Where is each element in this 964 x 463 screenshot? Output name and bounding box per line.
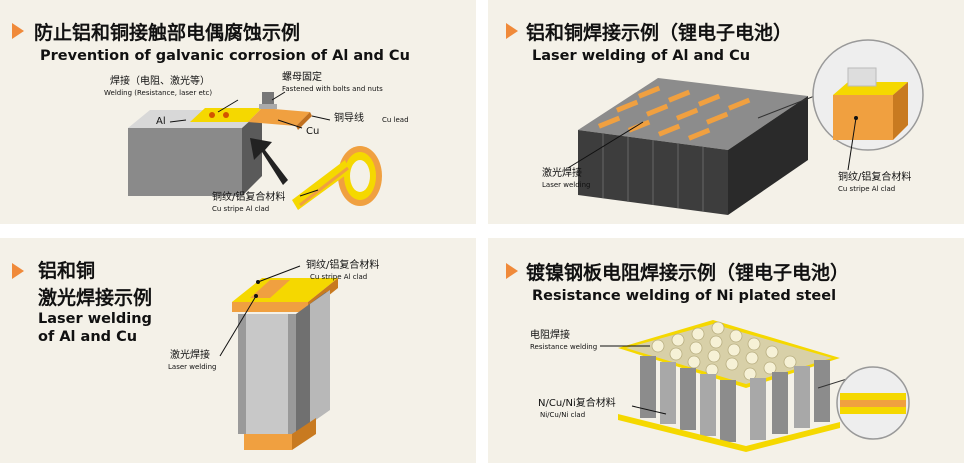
cell-tops xyxy=(651,321,797,381)
clad-label-zh: 铜纹/铝复合材料 xyxy=(838,172,912,183)
galvanic-illustration xyxy=(128,91,382,210)
clad-label-en: Ni/Cu/Ni clad xyxy=(540,411,586,419)
al-cu-welding-illustration xyxy=(219,265,338,450)
cylinders xyxy=(640,356,830,442)
laser-label-zh: 激光焊接 xyxy=(542,168,582,179)
panel-galvanic-corrosion: 防止铝和铜接触部电偶腐蚀示例 Prevention of galvanic co… xyxy=(0,0,476,224)
bolts-label-en: Fastened with bolts and nuts xyxy=(282,85,383,93)
clad-label-zh: N/Cu/Ni复合材料 xyxy=(538,398,616,409)
pack-side xyxy=(728,96,808,215)
welding-label-zh: 焊接（电阻、激光等） xyxy=(110,76,210,87)
cu-tabs xyxy=(598,85,751,141)
al-label: Al xyxy=(156,116,166,127)
bolt xyxy=(262,92,274,106)
panel-title-zh: 铝和铜焊接示例（锂电子电池） xyxy=(526,22,793,44)
al-block-front xyxy=(128,128,242,196)
laser-label-zh: 激光焊接 xyxy=(170,350,210,361)
laser-label-en: Laser welding xyxy=(542,181,591,189)
panel-title-en: Laser welding of Al and Cu xyxy=(532,48,751,64)
cu-lead-label-en: Cu lead xyxy=(382,116,409,124)
panel-title-en-line1: Laser welding xyxy=(38,311,152,327)
clad-label-en: Cu stripe Al clad xyxy=(838,185,896,193)
bottom-plate xyxy=(618,414,840,452)
bullet-triangle-icon xyxy=(506,263,518,279)
bullet-triangle-icon xyxy=(12,263,24,279)
resistance-label-en: Resistance welding xyxy=(530,343,598,351)
bullet-triangle-icon xyxy=(12,23,24,39)
panel-laser-welding-battery: 铝和铜焊接示例（锂电子电池） Laser welding of Al and C… xyxy=(488,0,964,224)
panel-title-en: Resistance welding of Ni plated steel xyxy=(532,288,837,304)
clad-label-zh: 铜纹/铝复合材料 xyxy=(212,192,286,203)
cu-lead xyxy=(248,108,310,126)
panel-laser-welding-al-cu: 铝和铜 激光焊接示例 Laser welding of Al and Cu 铜纹… xyxy=(0,238,476,463)
panel-title-zh: 镀镍钢板电阻焊接示例（锂电子电池） xyxy=(526,262,850,284)
al-block-side xyxy=(242,110,262,196)
panel-title-en: Prevention of galvanic corrosion of Al a… xyxy=(40,48,410,64)
clad-label-zh: 铜纹/铝复合材料 xyxy=(306,260,380,271)
nut xyxy=(259,104,277,109)
laser-label-en: Laser welding xyxy=(168,363,217,371)
battery-pack-illustration xyxy=(567,39,924,215)
cu-plate xyxy=(310,290,330,424)
panel-title-en-line2: of Al and Cu xyxy=(38,329,138,345)
welding-label-en: Welding (Resistance, laser etc) xyxy=(104,89,213,97)
clad-label-en: Cu stripe Al clad xyxy=(310,273,368,281)
bullet-triangle-icon xyxy=(506,23,518,39)
cu-lead-label-zh: 铜导线 xyxy=(334,113,364,124)
clad-label-en: Cu stripe Al clad xyxy=(212,205,270,213)
weld-spot xyxy=(223,112,229,118)
panel-title-zh: 防止铝和铜接触部电偶腐蚀示例 xyxy=(34,22,301,44)
ni-steel-illustration xyxy=(600,320,910,452)
panel-resistance-welding: 镀镍钢板电阻焊接示例（锂电子电池） Resistance welding of … xyxy=(488,238,964,463)
panel-title-zh-line1: 铝和铜 xyxy=(38,260,96,282)
cu-label: Cu xyxy=(306,126,320,137)
cu-tab-bottom xyxy=(244,434,292,450)
resistance-label-zh: 电阻焊接 xyxy=(530,330,570,341)
panel-title-zh-line2: 激光焊接示例 xyxy=(38,287,153,309)
weld-spot xyxy=(209,112,215,118)
big-arrow xyxy=(250,138,288,185)
bolts-label-zh: 螺母固定 xyxy=(282,72,322,83)
